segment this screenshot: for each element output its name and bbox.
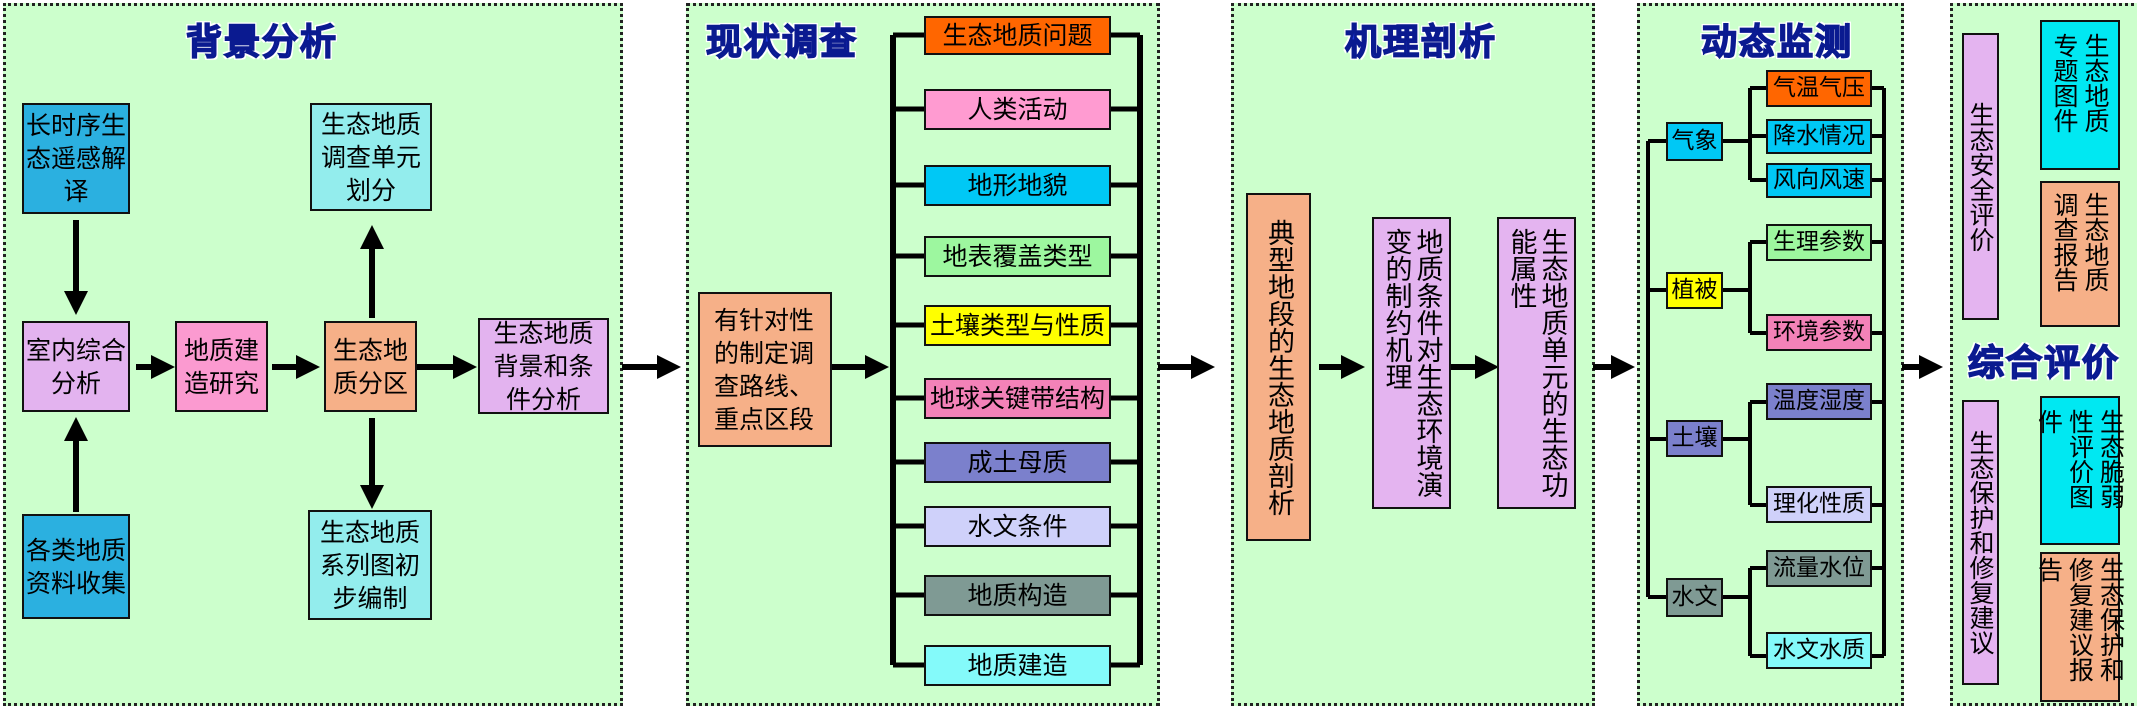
monitor-category-soil: 土壤 <box>1666 420 1723 457</box>
status-item-0: 生态地质问题 <box>924 16 1111 55</box>
box-eco-protection: 生态保护和修复建议 <box>1962 400 1999 685</box>
monitor-tree-lines <box>1646 86 1886 658</box>
monitor-category-meteorology: 气象 <box>1666 122 1723 161</box>
box-typical-section: 典型地段的生态地质剖析 <box>1246 193 1311 541</box>
monitor-item-precipitation: 降水情况 <box>1766 119 1872 154</box>
monitor-item-water-quality: 水文水质 <box>1766 632 1872 669</box>
status-item-7: 水文条件 <box>924 506 1111 547</box>
box-survey-report: 生态地质调查报告 <box>2040 181 2120 327</box>
box-bg-condition: 生态地质背景和条件分析 <box>478 318 609 414</box>
status-item-8: 地质构造 <box>924 575 1111 616</box>
status-item-1: 人类活动 <box>924 89 1111 130</box>
status-item-9: 地质建造 <box>924 645 1111 686</box>
box-survey-unit: 生态地质调查单元划分 <box>310 103 432 211</box>
monitor-item-physio-params: 生理参数 <box>1766 224 1872 261</box>
box-function-attribute: 生态地质单元的生态功能属性 <box>1497 217 1576 509</box>
box-vulnerability-map: 生态脆弱性评价图件 <box>2035 396 2126 545</box>
box-indoor-analysis: 室内综合分析 <box>22 321 130 412</box>
monitor-item-wind: 风向风速 <box>1766 163 1872 198</box>
monitor-item-temp-pressure: 气温气压 <box>1766 70 1872 107</box>
monitor-category-hydrology: 水文 <box>1666 578 1723 617</box>
box-protection-report: 生态保护和修复建议报告 <box>2035 552 2126 702</box>
box-remote-sensing: 长时序生态遥感解译 <box>22 103 130 214</box>
status-item-6: 成土母质 <box>924 442 1111 483</box>
status-item-connectors <box>893 32 1140 668</box>
title-comprehensive-evaluation: 综合评价 <box>1967 342 2121 385</box>
title-dynamic-monitoring: 动态监测 <box>1700 21 1854 64</box>
box-data-collection: 各类地质资料收集 <box>22 514 130 619</box>
status-item-2: 地形地貌 <box>924 165 1111 206</box>
box-thematic-map: 生态地质专题图件 <box>2040 20 2120 170</box>
monitor-item-flow-level: 流量水位 <box>1766 550 1872 587</box>
box-eco-safety: 生态安全评价 <box>1962 33 1999 320</box>
monitor-item-env-params: 环境参数 <box>1766 314 1872 351</box>
title-status-survey: 现状调查 <box>705 21 859 64</box>
title-mechanism-analysis: 机理剖析 <box>1344 21 1498 64</box>
monitor-category-vegetation: 植被 <box>1666 272 1723 309</box>
status-item-4: 土壤类型与性质 <box>924 305 1111 346</box>
status-item-5: 地球关键带结构 <box>924 378 1111 419</box>
box-series-map: 生态地质系列图初步编制 <box>308 510 432 620</box>
status-item-3: 地表覆盖类型 <box>924 236 1111 277</box>
box-geo-construct: 地质建造研究 <box>175 321 268 412</box>
box-constraint-mechanism: 地质条件对生态环境演变的制约机理 <box>1372 217 1451 509</box>
box-survey-route: 有针对性的制定调查路线、重点区段 <box>698 292 832 447</box>
monitor-item-physchem: 理化性质 <box>1766 486 1872 523</box>
title-background-analysis: 背景分析 <box>185 21 339 64</box>
monitor-item-temp-humidity: 温度湿度 <box>1766 383 1872 420</box>
box-eco-zoning: 生态地质分区 <box>324 321 417 412</box>
